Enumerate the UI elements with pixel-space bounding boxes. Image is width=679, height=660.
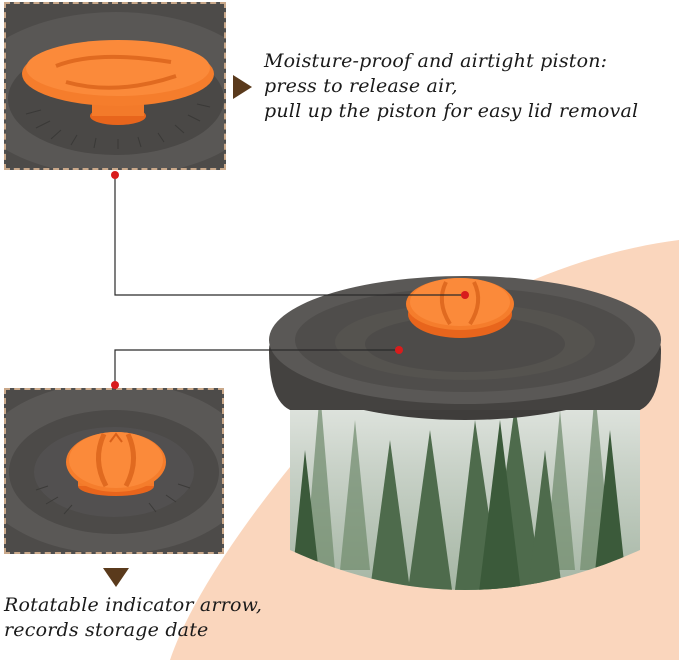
piston-caption: Moisture-proof and airtight piston: pres… [264,49,638,124]
piston-closeup-image [6,4,224,168]
piston-caption-line: press to release air, [264,75,458,97]
arrow-right-icon [233,75,252,99]
piston-caption-line: Moisture-proof and airtight piston: [264,50,608,72]
indicator-caption: Rotatable indicator arrow, records stora… [4,593,262,643]
food-container-product [269,276,661,590]
indicator-caption-line: Rotatable indicator arrow, [4,594,263,616]
piston-closeup-inset [4,2,226,170]
indicator-caption-line: records storage date [4,619,209,641]
indicator-closeup-image [6,390,222,552]
indicator-closeup-inset [4,388,224,554]
piston-caption-line: pull up the piston for easy lid removal [264,100,639,122]
arrow-down-icon [103,568,129,587]
